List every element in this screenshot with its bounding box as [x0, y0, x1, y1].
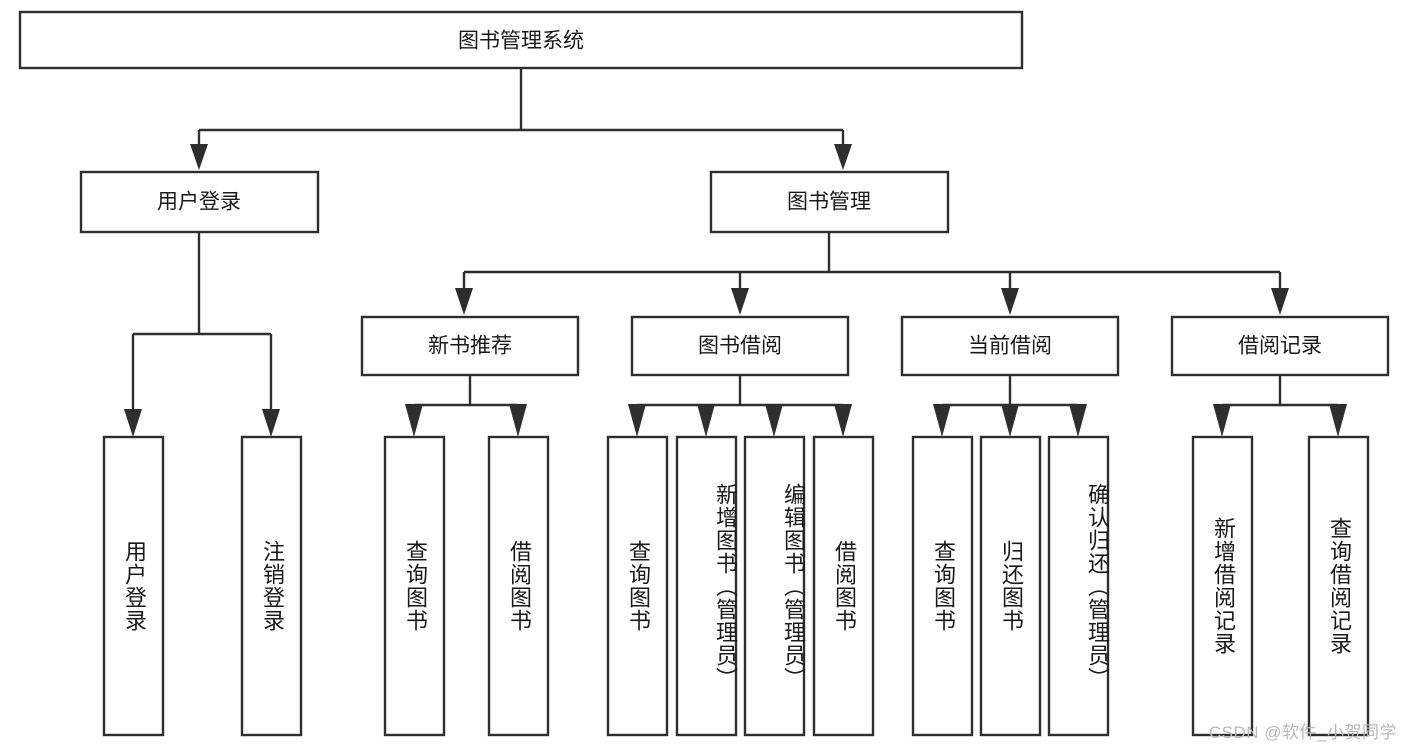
- arrow-head-icon: [1213, 404, 1231, 437]
- leaf-box-borrow-record-0[interactable]: [1191, 435, 1254, 737]
- leaf-box-current-borrow-2[interactable]: [1047, 435, 1110, 737]
- leaf-box-current-borrow-0[interactable]: [911, 435, 974, 737]
- node-user-login-label: 用户登录: [157, 191, 241, 214]
- arrow-head-icon: [765, 404, 783, 437]
- leaf-box-book-borrow-0[interactable]: [606, 435, 669, 737]
- arrow-head-icon: [834, 404, 852, 437]
- arrow-head-icon: [1271, 288, 1289, 315]
- arrow-head-icon: [455, 288, 473, 315]
- node-book-manage[interactable]: 图书管理: [709, 170, 950, 234]
- node-current-borrow-box[interactable]: [900, 315, 1120, 377]
- node-new-book-recommend-box[interactable]: [360, 315, 580, 377]
- connector-root-to-level1: [190, 68, 852, 170]
- leaf-box-user-login-1[interactable]: [240, 435, 303, 737]
- node-root-box[interactable]: [18, 10, 1024, 70]
- leaf-box-new-book-1[interactable]: [487, 435, 550, 737]
- arrow-head-icon: [1001, 404, 1019, 437]
- node-root[interactable]: 图书管理系统: [18, 10, 1024, 70]
- node-new-book-recommend[interactable]: 新书推荐: [360, 315, 580, 377]
- arrow-head-icon: [628, 404, 646, 437]
- connector-book-borrow-to-leaves: [628, 375, 852, 437]
- connector-new-book-recommend-to-leaves: [405, 375, 527, 437]
- node-current-borrow-label: 当前借阅: [968, 335, 1052, 358]
- connector-user-login-to-leaves: [124, 232, 280, 437]
- node-new-book-recommend-label: 新书推荐: [428, 335, 512, 358]
- arrow-head-icon: [262, 409, 280, 437]
- node-book-borrow-label: 图书借阅: [698, 335, 782, 358]
- arrow-head-icon: [697, 404, 715, 437]
- node-borrow-record-label: 借阅记录: [1238, 335, 1322, 358]
- csdn-watermark: CSDN @软件_小贺同学: [1208, 723, 1397, 742]
- node-borrow-record[interactable]: 借阅记录: [1170, 315, 1390, 377]
- connector-borrow-record-to-leaves: [1213, 375, 1347, 437]
- arrow-head-icon: [1069, 404, 1087, 437]
- node-current-borrow[interactable]: 当前借阅: [900, 315, 1120, 377]
- arrow-head-icon: [834, 144, 852, 170]
- leaf-box-current-borrow-1[interactable]: [979, 435, 1042, 737]
- node-user-login[interactable]: 用户登录: [79, 170, 320, 234]
- arrow-head-icon: [405, 404, 423, 437]
- node-book-manage-label: 图书管理: [787, 191, 871, 214]
- leaf-box-new-book-0[interactable]: [383, 435, 446, 737]
- arrow-head-icon: [509, 404, 527, 437]
- node-book-borrow[interactable]: 图书借阅: [630, 315, 850, 377]
- connector-book-manage-to-level2: [455, 232, 1289, 315]
- arrow-head-icon: [124, 409, 142, 437]
- leaf-box-borrow-record-1[interactable]: [1307, 435, 1370, 737]
- node-root-label: 图书管理系统: [458, 30, 584, 53]
- leaf-box-user-login-0[interactable]: [102, 435, 165, 737]
- arrow-head-icon: [933, 404, 951, 437]
- arrow-head-icon: [1001, 288, 1019, 315]
- leaf-box-book-borrow-3[interactable]: [812, 435, 875, 737]
- arrow-head-icon: [190, 144, 208, 170]
- leaf-box-book-borrow-2[interactable]: [743, 435, 806, 737]
- leaf-box-book-borrow-1[interactable]: [675, 435, 738, 737]
- arrow-head-icon: [1329, 404, 1347, 437]
- node-user-login-box[interactable]: [79, 170, 320, 234]
- arrow-head-icon: [731, 288, 749, 315]
- connector-current-borrow-to-leaves: [933, 375, 1087, 437]
